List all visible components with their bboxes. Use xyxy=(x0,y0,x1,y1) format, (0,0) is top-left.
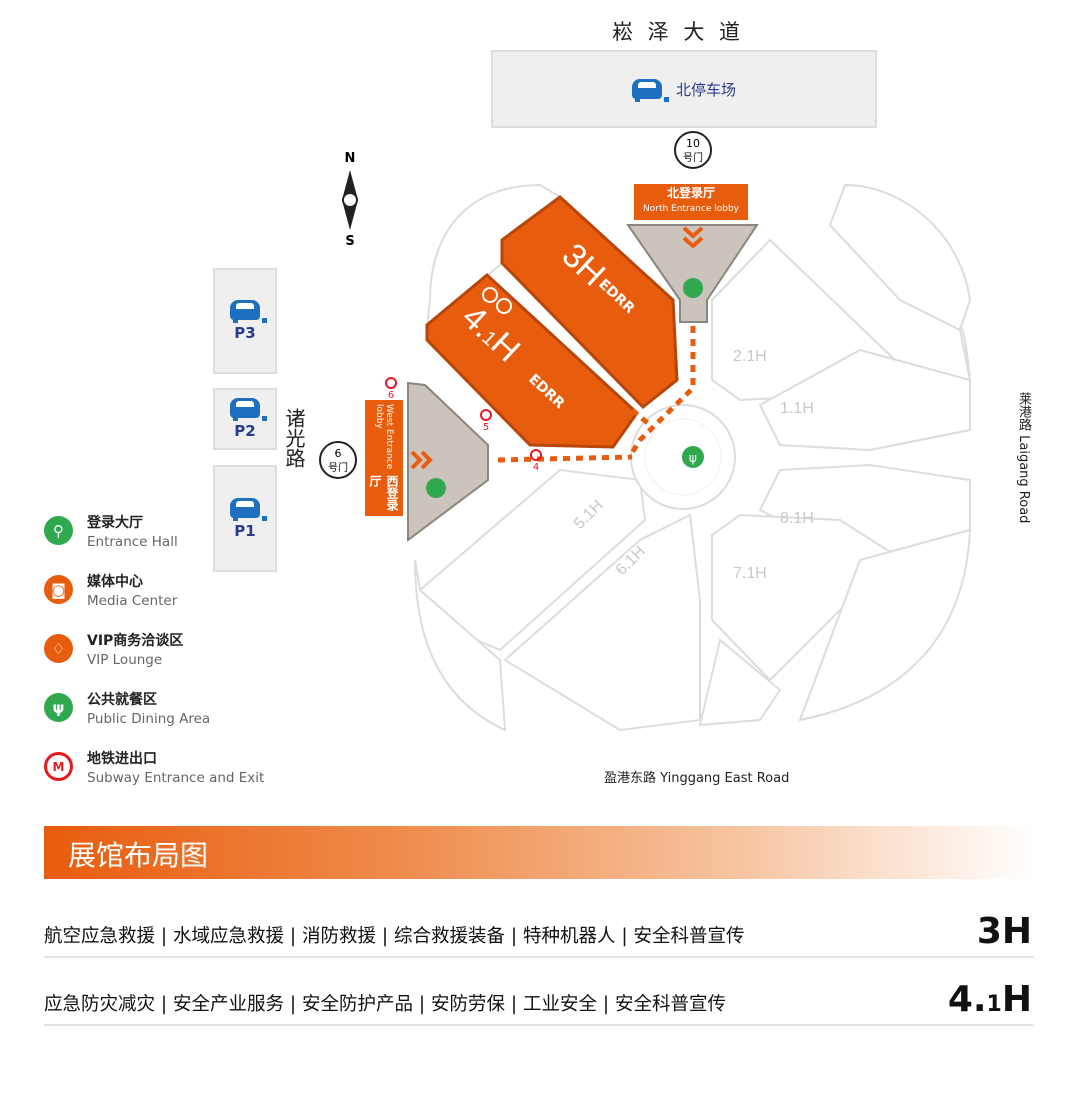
hall-3h[interactable] xyxy=(500,195,679,410)
parking-p3[interactable]: P3 xyxy=(213,268,277,374)
venue-map: 3H EDRR 4.1H EDRR ψ 2.1H 1.1H 8.1H 7.1H … xyxy=(319,131,972,732)
subway-icon xyxy=(530,449,542,461)
subway-exit-4: 4 xyxy=(533,462,539,473)
north-parking[interactable]: 北停车场 xyxy=(491,50,877,128)
gate-10 xyxy=(674,131,712,169)
subway-exit-5: 5 xyxy=(483,422,489,433)
compass-s: S xyxy=(345,234,354,249)
hall-row-3h: 航空应急救援 | 水域应急救援 | 消防救援 | 综合救援装备 | 特种机器人 … xyxy=(44,911,1034,958)
road-north: 崧 泽 大 道 xyxy=(612,20,745,44)
entry-arrows xyxy=(410,226,704,470)
hall-categories: 航空应急救援 | 水域应急救援 | 消防救援 | 综合救援装备 | 特种机器人 … xyxy=(44,926,745,947)
subway-icon xyxy=(385,377,397,389)
road-west: 诸光路 xyxy=(282,408,306,468)
hall-name: 4.1H xyxy=(947,979,1032,1020)
hall-outlines xyxy=(414,183,972,732)
svg-text:ψ: ψ xyxy=(689,451,697,465)
hall-1-1h-label: 1.1H xyxy=(780,400,814,417)
section-banner: 展馆布局图 xyxy=(44,826,1036,879)
north-lobby-label: 北登录厅 North Entrance lobby xyxy=(634,184,748,220)
compass: N S xyxy=(342,151,358,249)
road-south: 盈港东路 Yinggang East Road xyxy=(604,771,790,786)
svg-text:6: 6 xyxy=(335,447,342,460)
west-lobby-label: West Entrance lobby 西登录厅 xyxy=(365,400,403,516)
car-icon xyxy=(631,79,669,102)
subway-exit-6: 6 xyxy=(388,390,394,401)
entrance-hall-markers xyxy=(426,278,703,498)
hall-8-1h-label: 8.1H xyxy=(780,510,814,527)
parking-p1[interactable]: P1 xyxy=(213,465,277,572)
vip-diamond-icon: ♢ xyxy=(44,634,73,663)
svg-text:号门: 号门 xyxy=(328,461,348,474)
hall-categories: 应急防灾减灾 | 安全产业服务 | 安全防护产品 | 安防劳保 | 工业安全 |… xyxy=(44,994,726,1015)
hall-row-4-1h: 应急防灾减灾 | 安全产业服务 | 安全防护产品 | 安防劳保 | 工业安全 |… xyxy=(44,979,1034,1026)
media-center-icon xyxy=(482,287,498,303)
west-lobby[interactable] xyxy=(407,381,489,542)
entrance-hall-icon: ⚲ xyxy=(44,516,73,545)
hall-name: 3H xyxy=(976,911,1032,952)
walking-path xyxy=(497,326,696,463)
road-east: 莱港路 Laigang Road xyxy=(1016,392,1031,524)
hall-7-1h-label: 7.1H xyxy=(733,565,767,582)
section-title: 展馆布局图 xyxy=(68,839,209,872)
hall-2-1h-label: 2.1H xyxy=(733,348,767,365)
media-camera-icon: ◙ xyxy=(44,575,73,604)
subway-icon: M xyxy=(44,752,73,781)
gate-6 xyxy=(319,441,357,479)
car-icon xyxy=(230,497,267,521)
dining-icon: ψ xyxy=(44,693,73,722)
dining-icon xyxy=(682,446,704,468)
parking-p2[interactable]: P2 xyxy=(213,388,277,450)
svg-text:号门: 号门 xyxy=(683,151,703,164)
svg-text:10: 10 xyxy=(686,137,700,150)
north-lobby[interactable] xyxy=(626,224,759,323)
car-icon xyxy=(230,398,267,421)
compass-n: N xyxy=(345,151,356,166)
vip-lounge-icon xyxy=(496,298,512,314)
car-icon xyxy=(230,300,267,323)
subway-icon xyxy=(480,409,492,421)
